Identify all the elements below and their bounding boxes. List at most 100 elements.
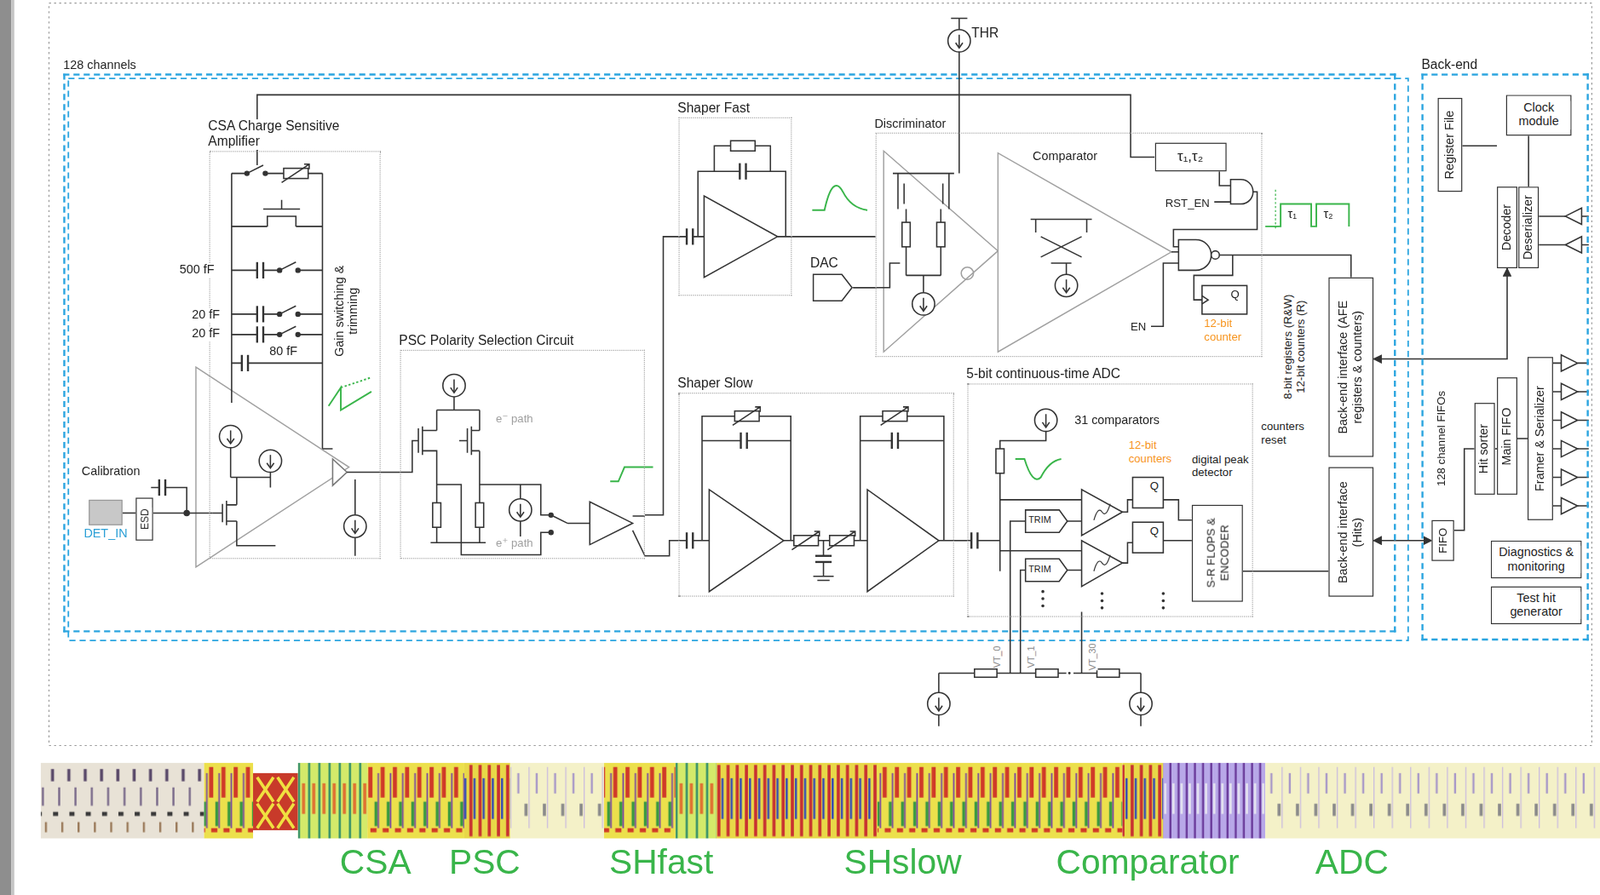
timing-marker — [1275, 189, 1277, 231]
discriminator-circuit — [997, 153, 1172, 353]
left-frame-bar — [0, 0, 12, 895]
chip-layout-strip — [716, 763, 878, 840]
csa-circuit — [344, 515, 367, 538]
discriminator-circuit — [1230, 179, 1253, 205]
chip-layout-strip — [40, 763, 1600, 840]
counter-note: 12-bit counter — [1203, 316, 1255, 343]
fast-shaper-circuit — [703, 195, 777, 278]
adc-circuit — [927, 692, 950, 715]
csa-circuit — [231, 200, 323, 227]
chip-layout-strip — [257, 777, 294, 829]
layout-caption: Comparator — [1056, 842, 1240, 883]
backend-io-drivers — [1560, 383, 1577, 400]
csa-circuit — [150, 150, 380, 568]
adc-circuit — [1097, 669, 1120, 679]
psc-circuit — [400, 426, 438, 504]
node-title: CSA Charge Sensitive Amplifier — [207, 119, 380, 150]
connector-wire — [1373, 268, 1508, 360]
continuation-dots — [1041, 590, 1045, 594]
slow-shaper-circuit — [678, 407, 954, 593]
voltage-tap-label: VT_0 — [991, 645, 1002, 668]
csa-circuit — [209, 448, 277, 547]
vertical-box: ESD — [135, 497, 153, 541]
adc-circuit — [1010, 521, 1083, 674]
adc-circuit — [1034, 408, 1057, 432]
node-title: Discriminator — [874, 117, 946, 133]
adc-circuit — [974, 669, 997, 679]
trim-label: TRIM — [1028, 564, 1051, 575]
pin-name: Q — [1150, 524, 1159, 538]
chip-layout-strip — [604, 763, 676, 840]
discriminator-circuit — [902, 222, 911, 248]
dac-wire — [852, 287, 875, 288]
psc-circuit — [548, 512, 553, 518]
gain-trim-symbol — [340, 377, 372, 388]
function-note: Gain switching & trimming — [333, 259, 362, 363]
node-title: ESD — [138, 508, 151, 530]
block-region: Shaper Fast — [678, 117, 792, 297]
slow-shaper-circuit — [892, 432, 898, 449]
slow-shaper-circuit — [686, 532, 693, 549]
fast-shaper-circuit — [739, 163, 746, 180]
dac-outline — [811, 273, 853, 303]
continuation-dots — [1100, 606, 1105, 611]
backend-io-drivers — [1560, 440, 1577, 457]
timing-waveform — [1265, 204, 1349, 227]
fast-shaper-circuit — [730, 140, 756, 151]
block-region: Back-endRegister FileClock moduleDecoder… — [1421, 73, 1589, 641]
node-title: DAC — [810, 256, 839, 272]
process-box: τ₁,τ₂ — [1154, 142, 1226, 172]
chip-layout-strip — [675, 763, 717, 840]
block-region: Shaper Slow — [678, 392, 954, 598]
layout-caption: ADC — [1315, 842, 1389, 883]
adc-circuit — [1025, 558, 1068, 582]
slow-shaper-circuit — [813, 541, 868, 582]
discriminator-circuit — [1211, 251, 1221, 260]
step-waveform — [610, 467, 653, 483]
discriminator-circuit — [1178, 239, 1211, 271]
discriminator-circuit — [875, 18, 1263, 353]
psc-circuit — [437, 484, 550, 556]
slow-shaper-circuit — [815, 556, 832, 563]
csa-circuit — [277, 326, 300, 337]
csa-circuit — [231, 173, 334, 449]
detector-input-pad: DET_IN — [88, 500, 123, 526]
connector-wire — [644, 541, 680, 557]
vertical-box: Back-end interface (AFE registers & coun… — [1328, 277, 1374, 458]
fast-shaper-circuit — [686, 228, 693, 245]
process-box: Clock module — [1506, 94, 1572, 136]
psc-circuit — [633, 516, 645, 557]
node-title: PSC Polarity Selection Circuit — [398, 333, 574, 350]
connector-wire — [791, 235, 875, 238]
connector-wire — [1454, 448, 1475, 531]
chip-layout-strip — [1265, 763, 1600, 840]
connector-wire — [257, 94, 1155, 157]
capacitor-value: 20 fF — [191, 308, 220, 323]
process-box: Diagnostics & monitoring — [1490, 541, 1583, 579]
path-note: e⁻ path — [495, 412, 534, 426]
psc-circuit — [432, 502, 442, 528]
csa-circuit — [219, 425, 242, 448]
pin-name: Q — [1150, 479, 1159, 493]
connector-wire — [380, 471, 401, 474]
discriminator-circuit — [1030, 219, 1093, 276]
node-title: 128 channels — [63, 59, 137, 75]
continuation-dots — [1100, 592, 1105, 596]
continuation-dots — [1162, 599, 1166, 604]
backend-io-drivers — [1553, 362, 1562, 507]
vertical-box: Hit sorter — [1474, 402, 1496, 495]
timing-label: τ₂ — [1323, 207, 1333, 223]
layout-caption: PSC — [448, 842, 521, 883]
psc-circuit — [548, 530, 553, 536]
connector-wire — [122, 512, 137, 515]
continuation-dots — [1100, 599, 1105, 604]
chip-layout-strip — [1162, 763, 1266, 840]
psc-circuit — [552, 516, 590, 524]
pin-name: Q — [1230, 287, 1239, 301]
layout-caption: SHslow — [844, 842, 962, 883]
slow-shaper-circuit — [827, 531, 855, 551]
gain-trim-symbol — [328, 387, 372, 410]
layout-caption: CSA — [339, 842, 412, 883]
